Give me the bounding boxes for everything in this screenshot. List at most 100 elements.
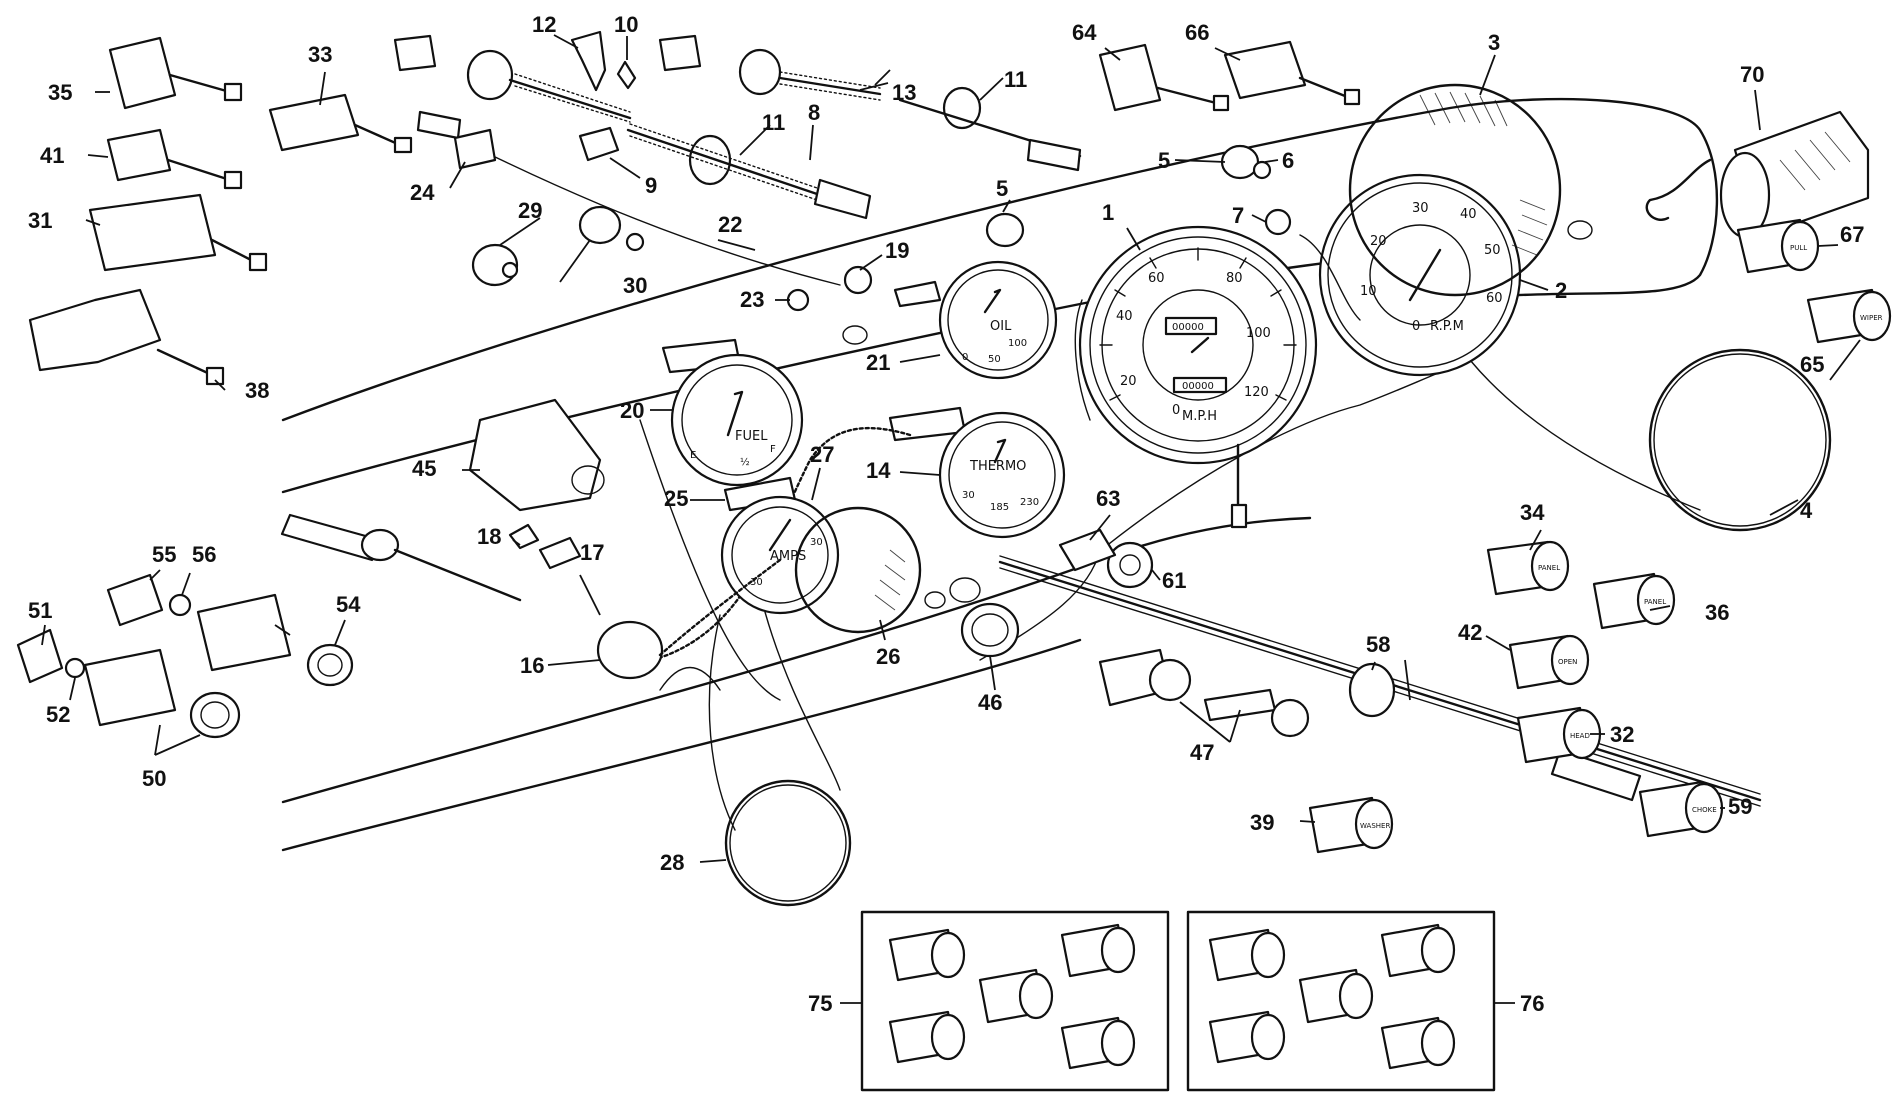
callout-29: 29 — [518, 198, 542, 223]
callout-33: 33 — [308, 42, 332, 67]
housing-54 — [196, 593, 354, 687]
grommet-19 — [843, 265, 873, 295]
tachometer: 0 10 20 30 40 50 60 R.P.M — [1318, 173, 1522, 377]
callout-45: 45 — [412, 456, 436, 481]
speedo-cable-middle — [658, 34, 882, 101]
leader-lines — [41, 34, 1861, 1004]
callout-56: 56 — [192, 542, 216, 567]
callout-4: 4 — [1800, 498, 1813, 523]
callout-55: 55 — [152, 542, 176, 567]
tacho-tick-40: 40 — [1460, 207, 1477, 222]
knob-65: WIPER — [1806, 288, 1892, 344]
clip-63 — [1058, 528, 1117, 572]
clip-17 — [538, 536, 582, 570]
callout-24: 24 — [410, 180, 435, 205]
speedo-cable-upper — [393, 34, 632, 123]
callout-58: 58 — [1366, 632, 1390, 657]
bracket-24 — [453, 128, 497, 170]
thermo-tick-30: 30 — [962, 490, 975, 501]
thermo-tick-185: 185 — [990, 502, 1009, 513]
grommet-7 — [1264, 208, 1292, 236]
callout-1: 1 — [1102, 200, 1114, 225]
knob-36: PANEL — [1592, 572, 1676, 630]
ammeter: AMPS 30 30 — [720, 476, 840, 615]
ammeter-tick-right: 30 — [810, 537, 823, 548]
callout-9: 9 — [645, 173, 657, 198]
clip-12 — [570, 30, 607, 92]
fuel-tick-full: F — [770, 444, 776, 455]
callout-17: 17 — [580, 540, 604, 565]
callout-5a: 5 — [1158, 148, 1170, 173]
knob-59-text: CHOKE — [1692, 806, 1717, 814]
tacho-tick-50: 50 — [1484, 243, 1501, 258]
bulb-holder-5a — [985, 212, 1025, 248]
thermo-gauge: THERMO 30 185 230 — [888, 406, 1066, 539]
callout-3: 3 — [1488, 30, 1500, 55]
callout-63: 63 — [1096, 486, 1120, 511]
speedo-tick-100: 100 — [1246, 326, 1271, 341]
callout-26: 26 — [876, 644, 900, 669]
callout-18: 18 — [477, 524, 501, 549]
callout-61: 61 — [1162, 568, 1186, 593]
callout-23: 23 — [740, 287, 764, 312]
trip-window — [1172, 376, 1228, 394]
callout-20: 20 — [620, 398, 644, 423]
oil-tick-0: 0 — [962, 352, 968, 363]
callout-11b: 11 — [762, 110, 785, 135]
odometer-digits: 00000 — [1172, 322, 1204, 333]
cable-16 — [280, 513, 782, 680]
cable-ring-8-11 — [626, 123, 872, 220]
fuel-tick-empty: E — [690, 450, 696, 461]
callout-50: 50 — [142, 766, 166, 791]
callout-65: 65 — [1800, 352, 1824, 377]
odometer-window — [1164, 316, 1218, 336]
knob-67-text: PULL — [1790, 244, 1807, 252]
callout-numbers: 1 2 3 4 5 5 6 7 8 9 10 11 11 12 13 14 16… — [28, 12, 1864, 1016]
callout-14: 14 — [866, 458, 891, 483]
callout-67: 67 — [1840, 222, 1864, 247]
tacho-tick-0: 0 — [1412, 319, 1420, 334]
tacho-tick-10: 10 — [1360, 284, 1377, 299]
grommet-61 — [1106, 541, 1154, 589]
callout-54: 54 — [336, 592, 361, 617]
switch-55-56 — [106, 573, 192, 627]
oil-label: OIL — [990, 319, 1012, 334]
bezel-46 — [960, 602, 1020, 658]
callout-31: 31 — [28, 208, 52, 233]
switch-31 — [88, 193, 268, 272]
callout-25: 25 — [664, 486, 688, 511]
callout-22: 22 — [718, 212, 742, 237]
callout-41: 41 — [40, 143, 64, 168]
callout-8: 8 — [808, 100, 820, 125]
callout-21: 21 — [866, 350, 890, 375]
speedo-needle — [1190, 336, 1210, 354]
fuel-label: FUEL — [735, 429, 768, 444]
knob-36-text: PANEL — [1644, 598, 1666, 606]
speedo-tick-marks — [1099, 247, 1297, 401]
switch-66 — [1223, 40, 1361, 106]
switch-38 — [28, 288, 225, 386]
speedo-tick-60: 60 — [1148, 271, 1165, 286]
knob-42-text: OPEN — [1558, 658, 1577, 666]
switch-51-52 — [16, 628, 86, 684]
callout-66: 66 — [1185, 20, 1209, 45]
callout-64: 64 — [1072, 20, 1097, 45]
ring-4 — [1648, 348, 1832, 532]
speedo-tick-20: 20 — [1120, 374, 1137, 389]
switch-41 — [106, 128, 243, 190]
callout-59: 59 — [1728, 794, 1752, 819]
callout-47: 47 — [1190, 740, 1214, 765]
knob-65-text: WIPER — [1860, 314, 1883, 322]
speedo-unit: M.P.H — [1182, 409, 1217, 424]
clip-9 — [578, 126, 620, 162]
knob-39: WASHER — [1308, 796, 1394, 854]
fuel-tick-half: ½ — [740, 456, 750, 468]
speedometer: 0 20 40 60 80 100 120 00000 00000 M.P.H — [1074, 225, 1318, 529]
speedo-tick-80: 80 — [1226, 271, 1243, 286]
callout-76: 76 — [1520, 991, 1544, 1016]
tacho-needle — [1408, 248, 1442, 302]
grommet-23 — [786, 288, 810, 312]
knob-39-text: WASHER — [1360, 822, 1390, 830]
knob-59: CHOKE — [1638, 780, 1724, 838]
